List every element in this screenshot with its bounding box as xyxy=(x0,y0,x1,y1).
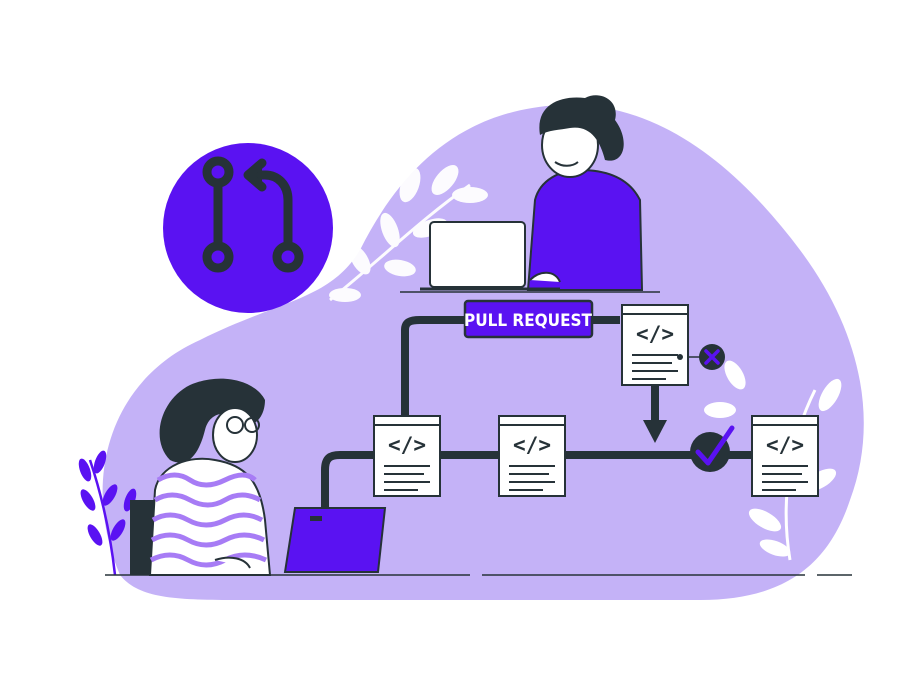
git-pull-request-icon xyxy=(202,156,304,273)
pull-request-label: PULL REQUEST xyxy=(463,299,594,339)
pull-request-text: PULL REQUEST xyxy=(464,311,593,331)
svg-text:</>: </> xyxy=(388,433,426,457)
pipeline xyxy=(321,316,780,510)
woman-top xyxy=(400,95,660,293)
svg-text:</>: </> xyxy=(513,433,551,457)
leaf-icon xyxy=(329,165,488,302)
code-document-icon: </> xyxy=(621,304,689,386)
arrow-down-icon xyxy=(643,420,667,443)
svg-text:</>: </> xyxy=(636,322,674,346)
background-blob xyxy=(102,104,864,601)
code-document-icon: </> xyxy=(373,415,441,497)
svg-text:</>: </> xyxy=(766,433,804,457)
code-document-icon: </> xyxy=(751,415,819,497)
laptop-icon xyxy=(283,507,387,573)
check-icon xyxy=(690,425,735,472)
pull-request-badge xyxy=(163,143,333,313)
woman-bottom xyxy=(130,378,387,576)
code-document-icon: </> xyxy=(498,415,566,497)
reject-x-icon xyxy=(699,344,725,370)
